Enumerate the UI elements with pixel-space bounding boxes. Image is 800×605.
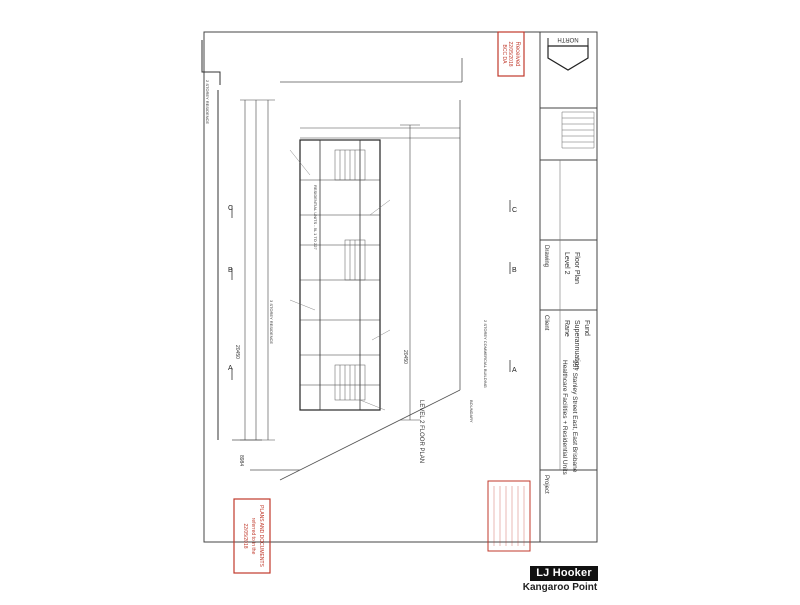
client-line1: Rane — [563, 320, 570, 337]
received-stamp-line3: BCC DA — [501, 45, 507, 65]
dim-right: 20450 — [402, 350, 408, 364]
section-marker-b-right: B — [512, 267, 517, 274]
section-marker-c-right: C — [512, 207, 517, 214]
plans-stamp-line1: PLANS AND DOCUMENTS — [258, 505, 264, 567]
section-marker-c-left: C — [228, 205, 233, 212]
dim-left: 8984 — [238, 455, 244, 466]
section-marker-a-right: A — [512, 367, 517, 374]
client-line3: Fund — [583, 320, 590, 336]
north-label: NORTH — [557, 36, 578, 42]
project-address: 957 Stanley Street East, East Brisbane — [571, 360, 578, 473]
plan-title: LEVEL 2 FLOOR PLAN — [418, 400, 424, 463]
dim-overall: 20450 — [234, 345, 240, 359]
project-label: Project — [543, 475, 549, 494]
client-label: Client — [543, 315, 549, 331]
drawing-name-line1: Level 2 — [563, 252, 570, 275]
office-name: Kangaroo Point — [522, 582, 598, 593]
lj-hooker-logo: LJ Hooker — [530, 566, 598, 581]
section-marker-a-left: A — [228, 365, 233, 372]
section-marker-b-left: B — [228, 267, 233, 274]
label-residence-top: 2 STOREY RESIDENCE — [205, 80, 210, 124]
plans-stamp-line3: 22/05/2018 — [242, 523, 248, 548]
label-units: RESIDENTIAL UNITS - 5L 1 TO 227 — [313, 185, 318, 250]
label-boundary: BOUNDARY — [469, 400, 474, 423]
project-name: Healthcare Facilities + Residential Unit… — [561, 360, 568, 475]
plans-stamp-line2: referred to in the — [250, 518, 256, 555]
drawing-label: Drawing — [543, 245, 549, 267]
client-line2: Superannuation — [573, 320, 580, 370]
label-commercial: 2 STOREY COMMERCIAL BUILDING — [483, 320, 488, 388]
label-residence-mid: 3 STOREY RESIDENCE — [269, 300, 274, 344]
drawing-name-line2: Floor Plan — [573, 252, 580, 284]
received-stamp-line2: 22/05/2018 — [507, 41, 513, 66]
received-stamp-line1: Received — [514, 41, 520, 66]
